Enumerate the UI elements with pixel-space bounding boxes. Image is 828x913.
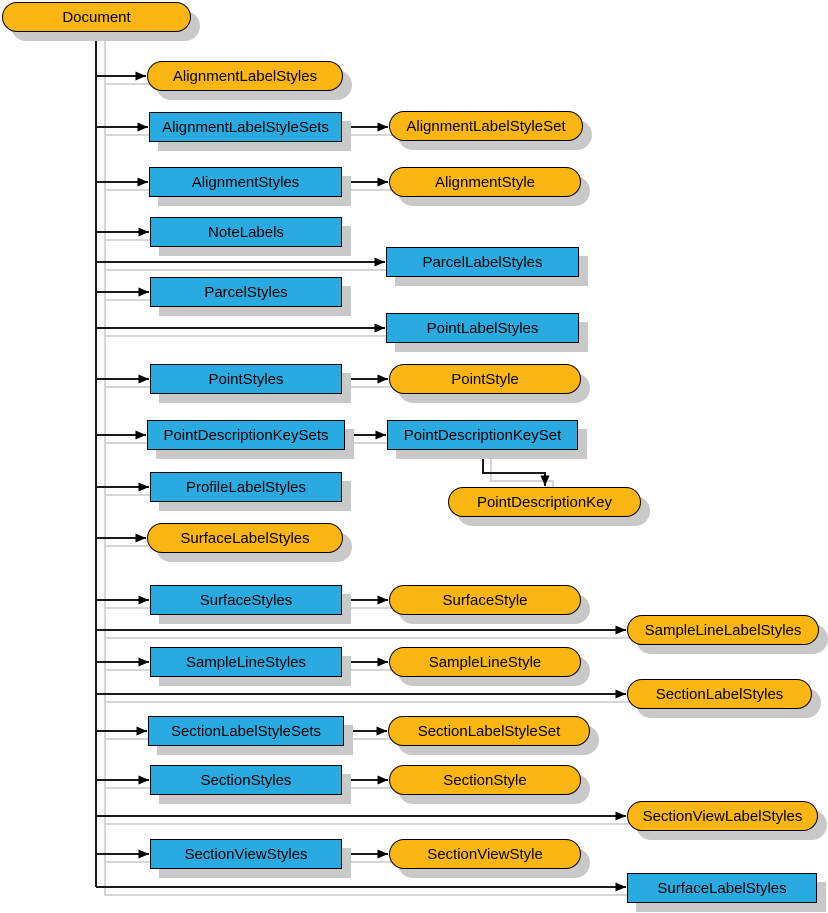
node-surface-style[interactable]: SurfaceStyle [389,585,581,615]
node-point-styles[interactable]: PointStyles [150,364,342,394]
node-section-view-style[interactable]: SectionViewStyle [389,839,581,869]
node-parcel-styles[interactable]: ParcelStyles [150,277,342,307]
connector-lines [95,31,626,892]
node-sample-line-label-styles[interactable]: SampleLineLabelStyles [627,615,819,645]
node-section-styles[interactable]: SectionStyles [150,765,342,795]
connector-shadows [104,40,634,896]
node-alignment-style[interactable]: AlignmentStyle [389,167,581,197]
node-parcel-label-styles[interactable]: ParcelLabelStyles [386,247,579,277]
node-profile-label-styles[interactable]: ProfileLabelStyles [150,472,342,502]
node-point-style[interactable]: PointStyle [389,364,581,394]
node-point-label-styles[interactable]: PointLabelStyles [386,313,579,343]
node-point-description-key-sets[interactable]: PointDescriptionKeySets [147,420,345,450]
node-sample-line-style[interactable]: SampleLineStyle [389,647,581,677]
node-alignment-label-style-set[interactable]: AlignmentLabelStyleSet [389,111,583,141]
node-sample-line-styles[interactable]: SampleLineStyles [150,647,342,677]
node-alignment-label-style-sets[interactable]: AlignmentLabelStyleSets [149,112,342,142]
node-surface-label-styles[interactable]: SurfaceLabelStyles [147,523,343,553]
node-section-label-style-sets[interactable]: SectionLabelStyleSets [148,716,344,746]
node-surface-styles[interactable]: SurfaceStyles [150,585,342,615]
node-section-style[interactable]: SectionStyle [389,765,581,795]
node-alignment-label-styles[interactable]: AlignmentLabelStyles [147,61,343,91]
node-alignment-styles[interactable]: AlignmentStyles [149,167,342,197]
node-section-label-style-set[interactable]: SectionLabelStyleSet [388,716,590,746]
node-section-label-styles[interactable]: SectionLabelStyles [627,679,812,709]
node-point-description-key[interactable]: PointDescriptionKey [448,487,641,517]
node-point-description-key-set[interactable]: PointDescriptionKeySet [387,420,578,450]
node-surface-label-styles-collection[interactable]: SurfaceLabelStyles [627,873,817,903]
node-note-labels[interactable]: NoteLabels [150,217,342,247]
node-section-view-styles[interactable]: SectionViewStyles [150,839,342,869]
node-document[interactable]: Document [2,2,191,32]
node-section-view-label-styles[interactable]: SectionViewLabelStyles [627,801,818,831]
